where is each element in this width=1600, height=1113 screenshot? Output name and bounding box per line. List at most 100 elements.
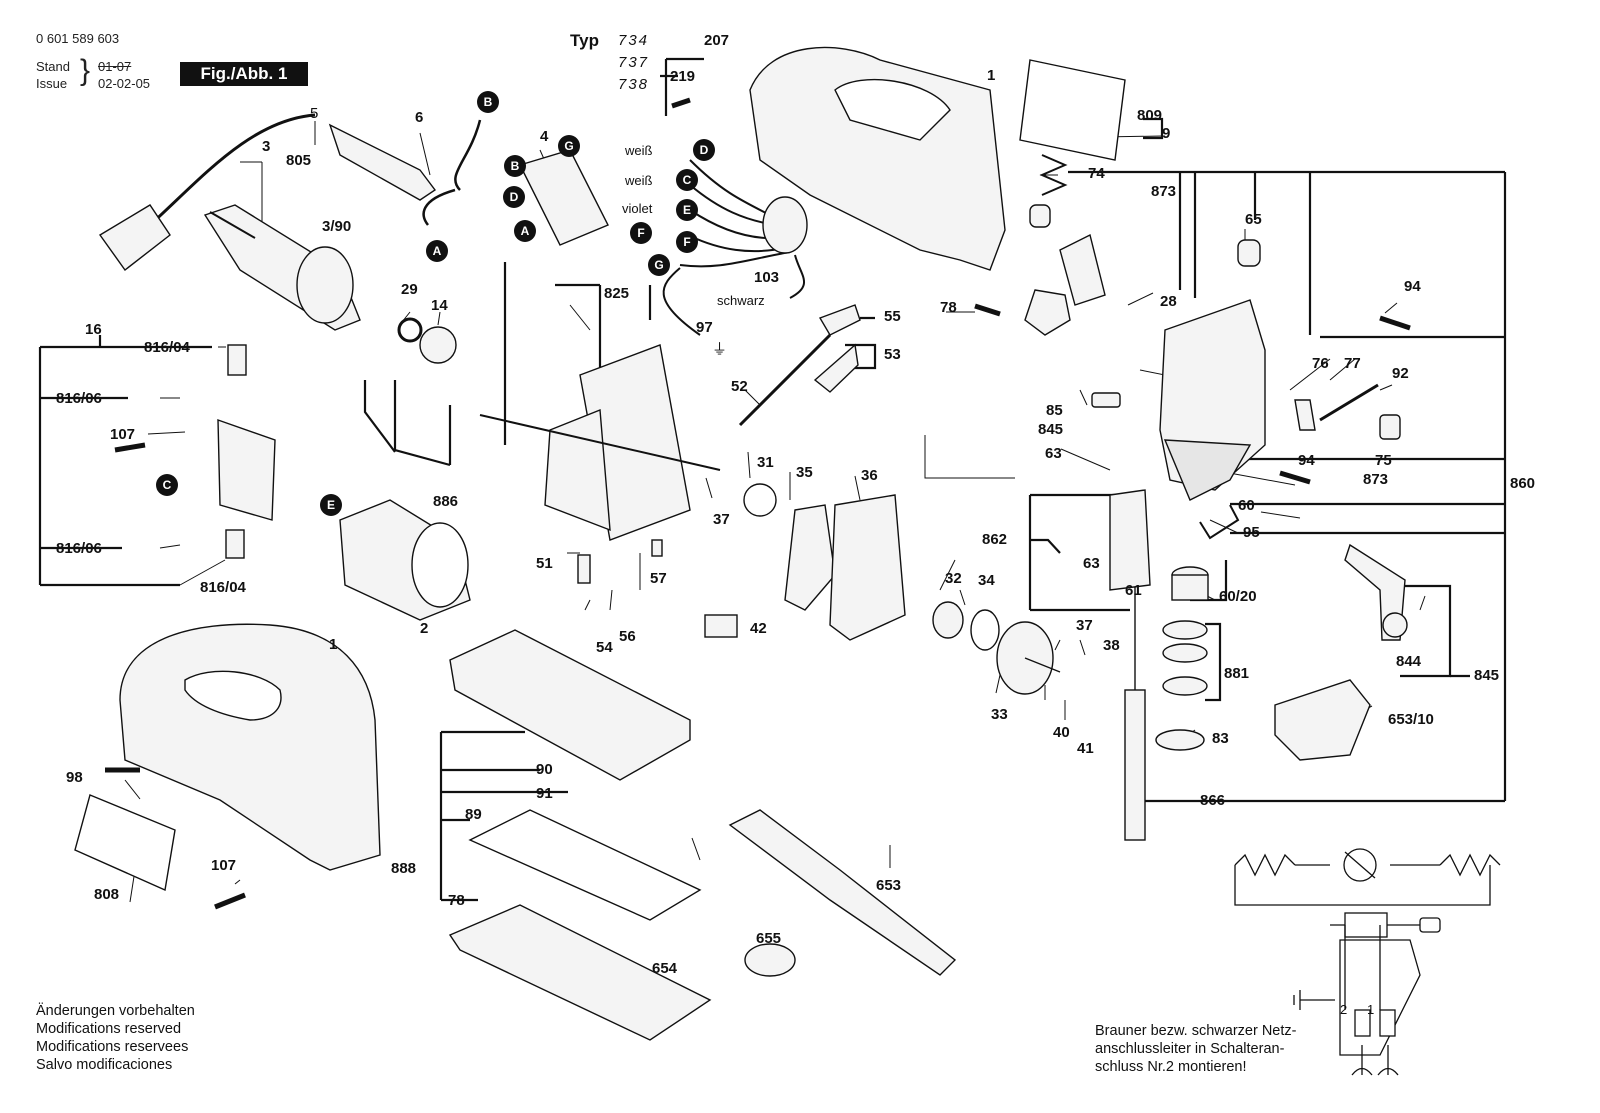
- schematic-pin-label: 2: [1340, 1002, 1348, 1017]
- part-number: 873: [1151, 183, 1177, 200]
- part-number: 34: [978, 572, 995, 589]
- part-number: 94: [1298, 452, 1315, 469]
- part-number: 5: [310, 105, 319, 122]
- part-number: 29: [401, 281, 418, 298]
- part-number: 41: [1077, 740, 1094, 757]
- part-number: 61: [1125, 582, 1142, 599]
- part-number: 31: [757, 454, 774, 471]
- wire-label: schwarz: [717, 293, 765, 308]
- part-number: 873: [1363, 471, 1389, 488]
- part-number: 816/06: [56, 540, 102, 557]
- part-number: 809: [1137, 107, 1163, 124]
- circuit-schematic: [1234, 848, 1501, 1076]
- connector-bubble: D: [503, 186, 525, 208]
- part-number: 91: [536, 785, 553, 802]
- note-line: Änderungen vorbehalten: [36, 1003, 195, 1019]
- part-number: 1: [329, 636, 338, 653]
- part-number: 83: [1212, 730, 1229, 747]
- wire-label: weiß: [625, 143, 653, 158]
- part-number: 63: [1083, 555, 1100, 572]
- connector-bubble: G: [558, 135, 580, 157]
- part-number: 76: [1312, 355, 1329, 372]
- part-number: 654: [652, 960, 678, 977]
- note-line: Salvo modificaciones: [36, 1057, 173, 1073]
- part-number: 36: [861, 467, 878, 484]
- ground-symbol-icon: ⏚: [712, 341, 728, 358]
- part-number: 77: [1344, 355, 1361, 372]
- part-number: 98: [66, 769, 83, 786]
- typ-variant: 738: [618, 76, 650, 93]
- connector-bubble: D: [693, 139, 715, 161]
- connector-bubble: F: [630, 222, 652, 244]
- part-number: 9: [1162, 125, 1171, 142]
- typ-variant: 737: [618, 54, 650, 71]
- issue-date: 02-02-05: [98, 76, 151, 91]
- part-number: 89: [465, 806, 482, 823]
- connector-bubble: A: [514, 220, 536, 242]
- part-number: 816/06: [56, 390, 102, 407]
- part-number: 90: [536, 761, 553, 778]
- part-number: 808: [94, 886, 120, 903]
- part-number: 40: [1053, 724, 1070, 741]
- schematic-pin-label: 1: [1367, 1002, 1375, 1017]
- connector-bubble: G: [648, 254, 670, 276]
- part-number: 862: [982, 531, 1008, 548]
- part-number: 53: [884, 346, 901, 363]
- part-number: 54: [596, 639, 613, 656]
- part-number: 37: [1076, 617, 1093, 634]
- wire-label: weiß: [625, 173, 653, 188]
- part-number: 845: [1474, 667, 1500, 684]
- note-line: anschlussleiter in Schalteran-: [1095, 1041, 1285, 1057]
- part-number: 888: [391, 860, 417, 877]
- part-number: 653: [876, 877, 902, 894]
- part-number: 85: [1046, 402, 1063, 419]
- part-number: 207: [704, 32, 730, 49]
- part-number: 57: [650, 570, 667, 587]
- doc-number: 0 601 589 603: [36, 31, 120, 46]
- part-number: 35: [796, 464, 813, 481]
- part-number: 74: [1088, 165, 1105, 182]
- stand-label: Stand: [36, 59, 70, 74]
- part-number: 107: [110, 426, 136, 443]
- part-number: 845: [1038, 421, 1064, 438]
- part-number: 95: [1243, 524, 1260, 541]
- figure-label: Fig./Abb. 1: [180, 62, 308, 86]
- part-number: 219: [670, 68, 696, 85]
- connector-bubble: C: [676, 169, 698, 191]
- part-number: 94: [1404, 278, 1421, 295]
- connector-bubble: F: [676, 231, 698, 253]
- part-number: 78: [448, 892, 465, 909]
- part-number: 37: [713, 511, 730, 528]
- part-number: 65: [1245, 211, 1262, 228]
- part-number: 805: [286, 152, 312, 169]
- typ-variant: 734: [618, 32, 650, 49]
- changes-note: Änderungen vorbehalten Modifications res…: [36, 1002, 195, 1074]
- part-number: 97: [696, 319, 713, 336]
- note-line: Modifications reservees: [36, 1039, 189, 1055]
- part-number: 816/04: [144, 339, 190, 356]
- part-number: 816/04: [200, 579, 246, 596]
- part-number: 14: [431, 297, 448, 314]
- part-number: 55: [884, 308, 901, 325]
- wiring-note: Brauner bezw. schwarzer Netz- anschlussl…: [1095, 1022, 1296, 1076]
- part-drawings: [74, 46, 1411, 1041]
- connector-bubble: E: [676, 199, 698, 221]
- part-number: 92: [1392, 365, 1409, 382]
- connector-bubble: C: [156, 474, 178, 496]
- connector-bubble: B: [504, 155, 526, 177]
- part-number: 60: [1238, 497, 1255, 514]
- part-number: 2: [420, 620, 429, 637]
- part-number: 52: [731, 378, 748, 395]
- bracket-lines: [38, 57, 1507, 902]
- issue-label: Issue: [36, 76, 68, 91]
- connector-bubble: A: [426, 240, 448, 262]
- typ-label: Typ: [570, 31, 599, 50]
- part-number: 16: [85, 321, 102, 338]
- part-number: 3/90: [322, 218, 352, 235]
- part-number: 42: [750, 620, 767, 637]
- part-number: 33: [991, 706, 1008, 723]
- part-number: 866: [1200, 792, 1226, 809]
- part-number: 56: [619, 628, 636, 645]
- part-number: 3: [262, 138, 271, 155]
